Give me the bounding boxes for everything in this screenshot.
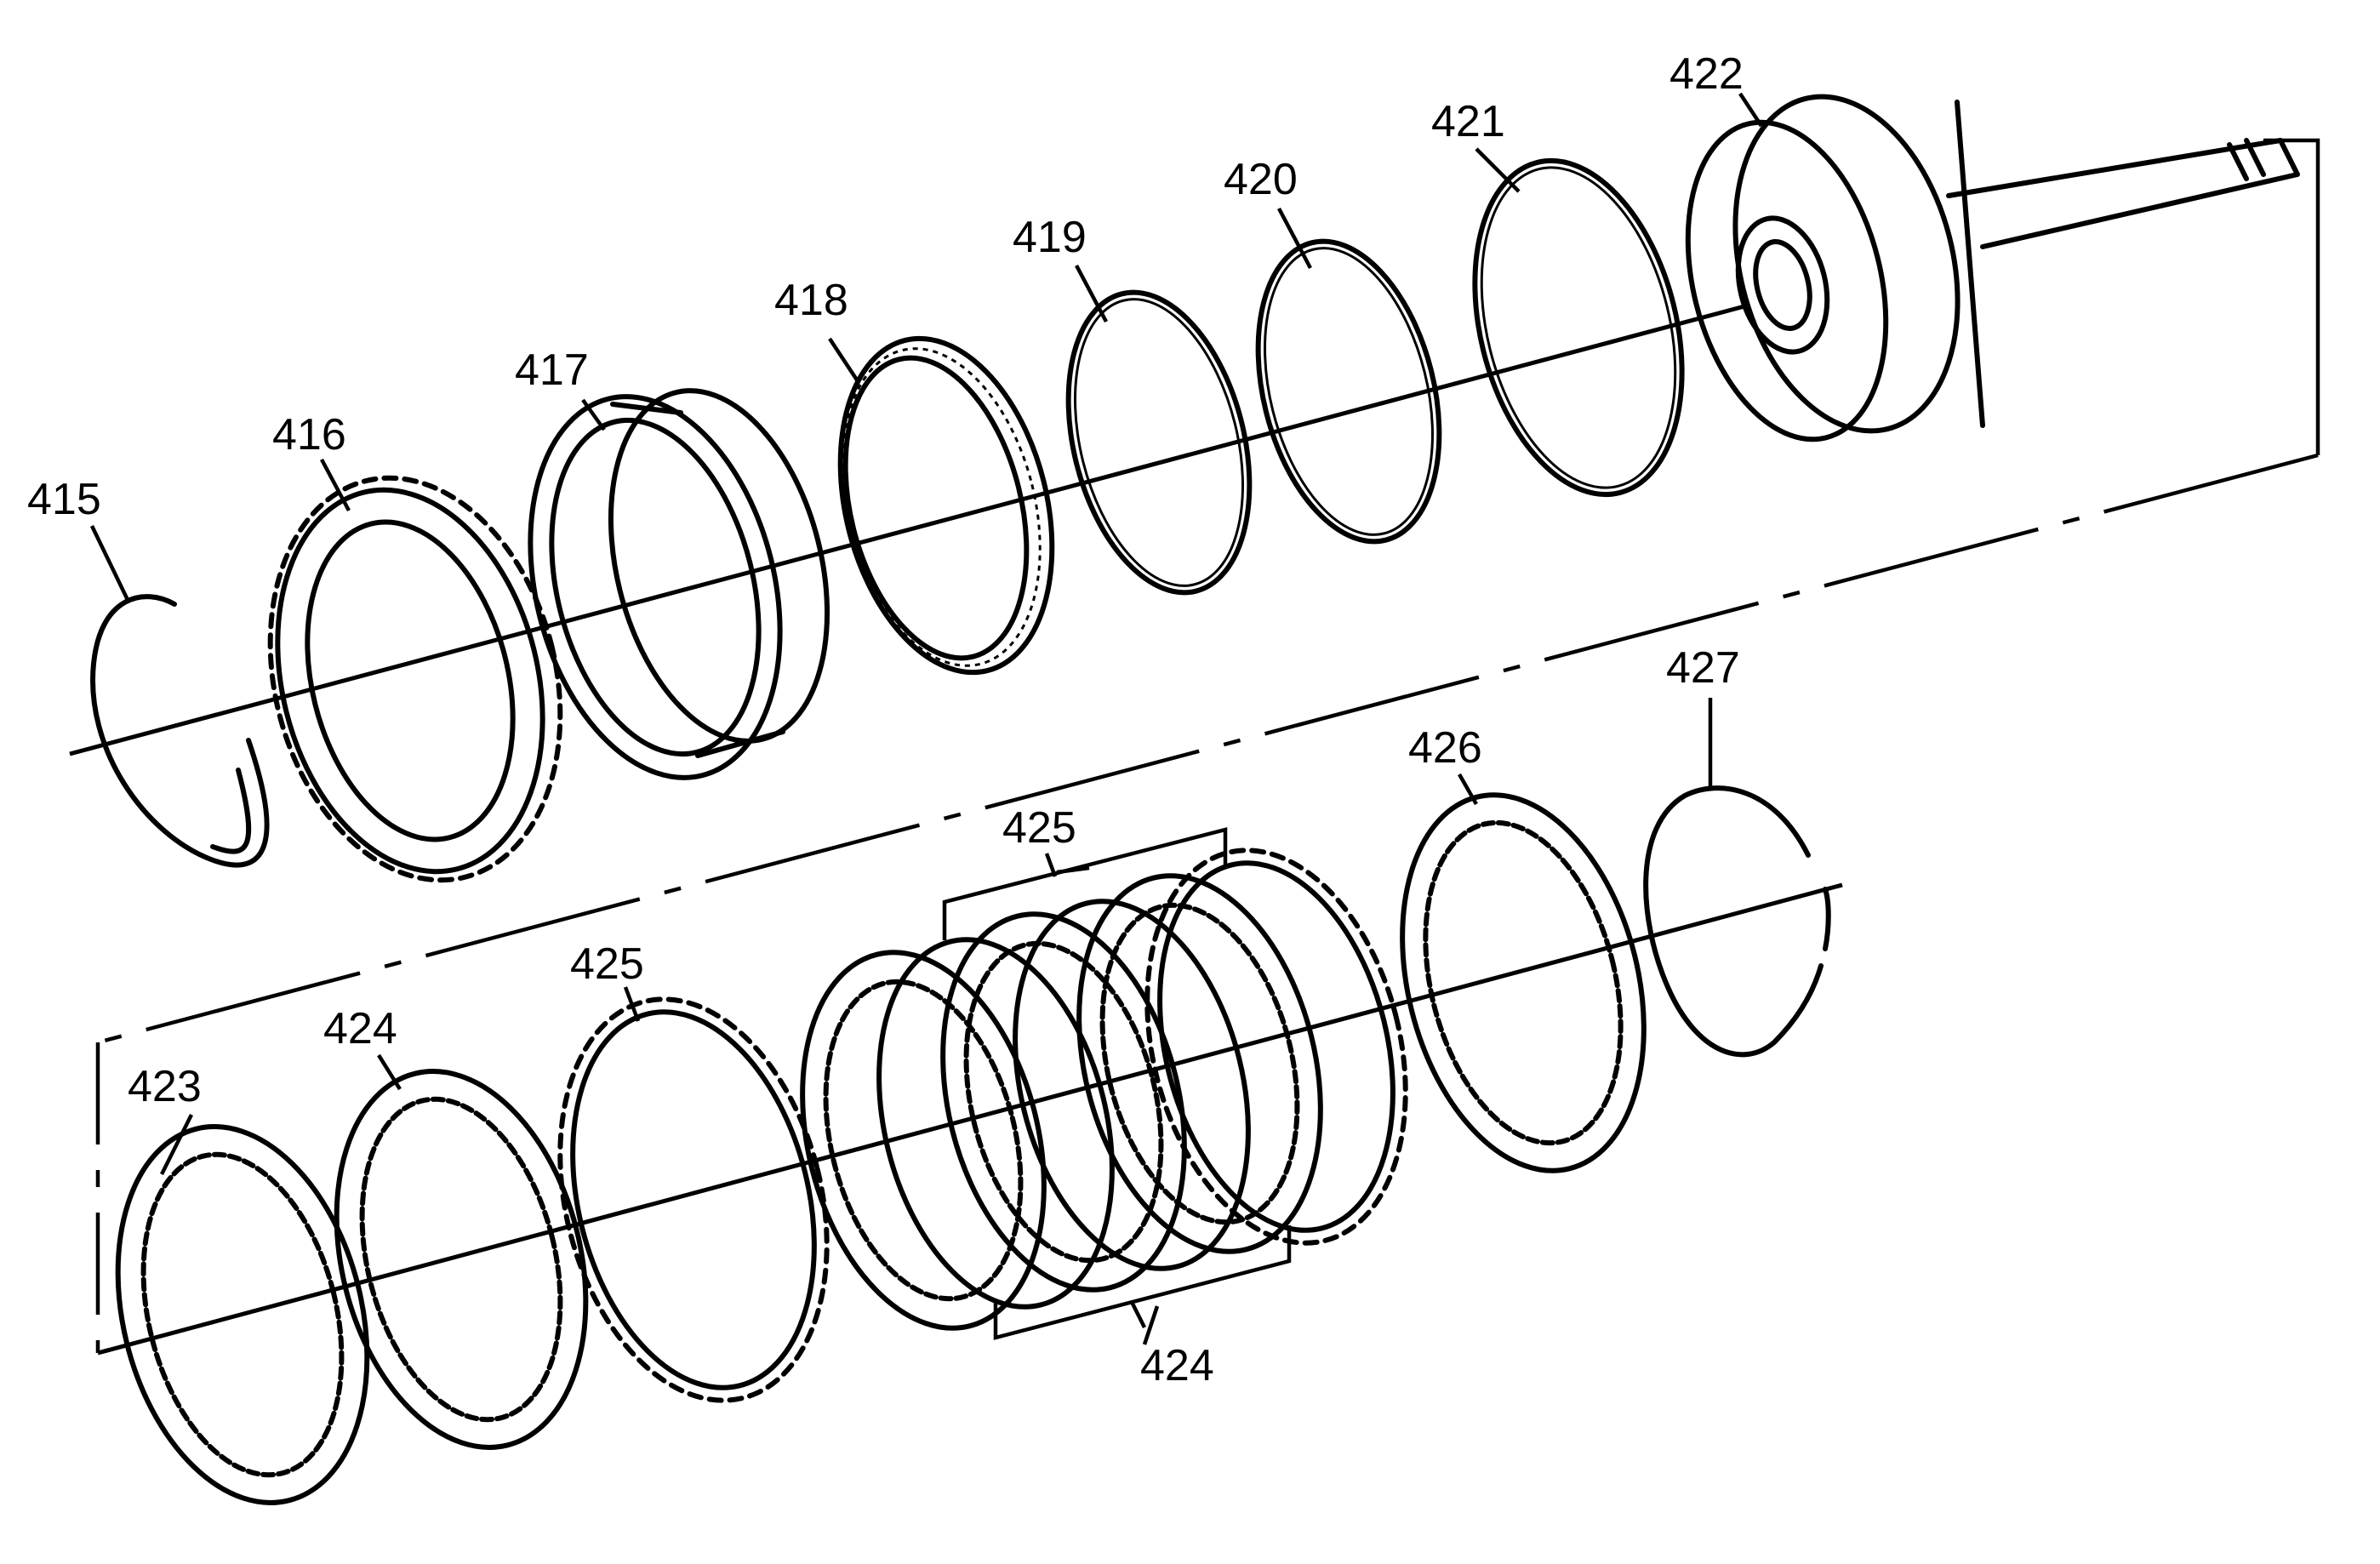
seal-ring-421 [1472, 157, 1685, 498]
callout-421: 421 [1431, 97, 1505, 146]
callout-425-stack: 425 [1002, 803, 1076, 853]
spring-assembly-418 [837, 335, 1055, 676]
callout-424-left: 424 [323, 1004, 397, 1053]
lower-leaders [159, 698, 1713, 1345]
upper-leaders [89, 92, 1763, 601]
seal-ring-420 [1255, 238, 1442, 545]
clutch-plate-steel-423 [115, 1124, 370, 1505]
lower-center-axis [97, 882, 1843, 1356]
callout-422: 422 [1669, 49, 1744, 99]
clutch-housing-422 [1685, 94, 2300, 442]
callout-415: 415 [27, 475, 101, 524]
reaction-plate-416 [267, 475, 563, 883]
callout-420: 420 [1224, 155, 1298, 204]
callout-426: 426 [1408, 723, 1482, 773]
seal-ring-419 [1065, 289, 1253, 596]
snap-ring-427 [1643, 785, 1831, 1058]
snap-ring-415 [90, 594, 270, 868]
clutch-plate-steel-426 [1400, 792, 1647, 1173]
piston-417 [528, 388, 830, 780]
clutch-pack-stack [800, 848, 1408, 1331]
callout-418: 418 [774, 276, 848, 325]
callout-417: 417 [515, 345, 589, 395]
connection-frame [95, 138, 2320, 1353]
callout-425-left: 425 [570, 939, 644, 989]
clutch-plate-steel-424 [334, 1069, 589, 1450]
callout-416: 416 [272, 410, 346, 459]
callout-427: 427 [1666, 643, 1740, 693]
clutch-plate-friction-425 [557, 996, 830, 1403]
callout-419: 419 [1013, 213, 1087, 262]
callout-423: 423 [128, 1062, 202, 1111]
upper-center-axis [69, 304, 1745, 756]
stack-brackets [942, 827, 1292, 1340]
callout-424-stack: 424 [1140, 1341, 1214, 1390]
